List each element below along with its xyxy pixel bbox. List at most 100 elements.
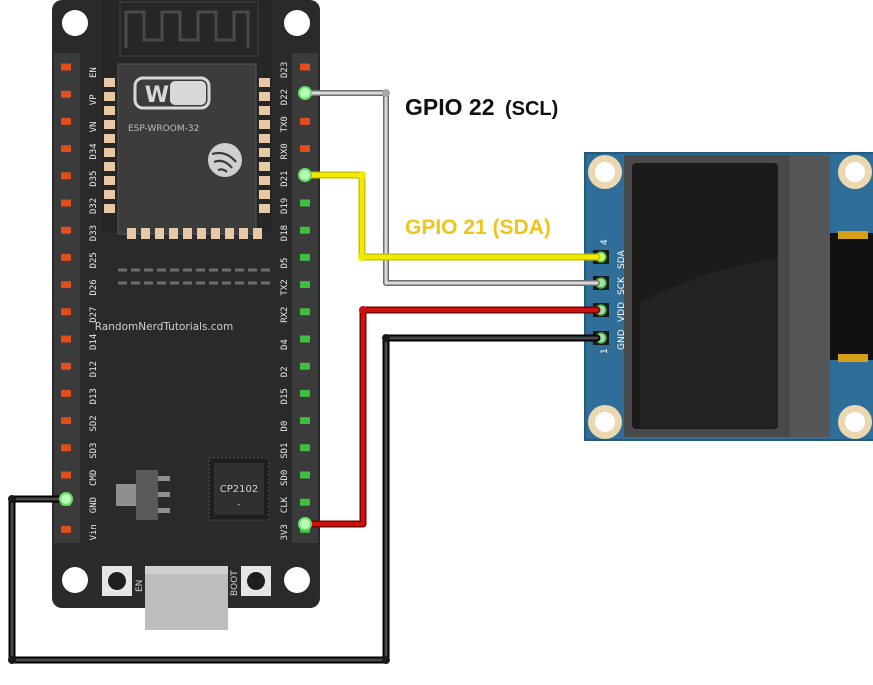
pin-label-d14: D14 [89, 334, 99, 350]
pin-label-sd1: SD1 [280, 443, 290, 459]
pin-vn [61, 117, 71, 125]
scl-wire [302, 89, 600, 286]
mount-hole-bottom-right [284, 567, 310, 593]
pin-rx2 [300, 308, 310, 316]
left-pin-header: ENVPVND34D35D32D33D25D26D27D14D12D13SD2S… [61, 63, 99, 540]
pin-label-rx2: RX2 [280, 307, 290, 323]
pin-label-d35: D35 [89, 171, 99, 187]
pin-d35 [61, 172, 71, 180]
pin-d14 [61, 335, 71, 343]
pin-d27 [61, 308, 71, 316]
pin-label-d21: D21 [280, 171, 290, 187]
pin-label-d0: D0 [280, 421, 290, 432]
pin-en [61, 63, 71, 71]
wires [8, 86, 601, 664]
watermark: RandomNerdTutorials.com [95, 321, 233, 333]
pin-label-d23: D23 [280, 62, 290, 78]
pin-d25 [61, 253, 71, 261]
pin-label-d27: D27 [89, 307, 99, 323]
pin-tx2 [300, 281, 310, 289]
sda-label: GPIO 21 (SDA) [405, 216, 551, 239]
wroom-module: WiFi ESP-WROOM-32 [102, 0, 272, 239]
pin-tx0 [300, 117, 310, 125]
scl-label: GPIO 22 (SCL) [405, 94, 558, 120]
scl-name-label: (SCL) [505, 98, 558, 120]
pin-d23 [300, 63, 310, 71]
pin-label-d32: D32 [89, 198, 99, 214]
pin-label-d22: D22 [280, 89, 290, 105]
pin-label-d13: D13 [89, 388, 99, 404]
pin-d13 [61, 389, 71, 397]
en-button-label: EN [135, 580, 145, 592]
pin-label-d26: D26 [89, 279, 99, 295]
pin-sd2 [61, 417, 71, 425]
pin-label-gnd: GND [89, 497, 99, 513]
scl-gpio-label: GPIO 22 [405, 94, 494, 120]
oled-ribbon-cable [830, 231, 873, 362]
pin-label-cmd: CMD [89, 470, 99, 486]
pin-label-d4: D4 [280, 339, 290, 350]
pin-label-tx2: TX2 [280, 279, 290, 295]
boot-button-label: BOOT [230, 570, 240, 596]
pin-cmd [61, 471, 71, 479]
pin-d12 [61, 362, 71, 370]
wifi-logo-text: WiFi [145, 83, 199, 108]
oled-pin-label-sda: SDA [617, 250, 627, 269]
module-label: ESP-WROOM-32 [128, 124, 199, 134]
pin-d34 [61, 145, 71, 153]
pin-rx0 [300, 145, 310, 153]
gnd-wire [8, 334, 601, 664]
mount-hole-bottom-left [62, 567, 88, 593]
espressif-logo [208, 143, 242, 177]
pin-label-en: EN [89, 67, 99, 78]
usb-chip-sublabel: - [237, 500, 240, 510]
oled-pin-number-top: 4 [600, 239, 610, 245]
pin-d2 [300, 362, 310, 370]
pin-label-d15: D15 [280, 388, 290, 404]
mount-hole-top-right [284, 10, 310, 36]
pin-label-sd0: SD0 [280, 470, 290, 486]
pin-d26 [61, 281, 71, 289]
pin-label-d33: D33 [89, 225, 99, 241]
pin-d0 [300, 417, 310, 425]
pin-label-d19: D19 [280, 198, 290, 214]
pin-label-d2: D2 [280, 366, 290, 377]
pin-label-d18: D18 [280, 225, 290, 241]
pin-vin [61, 525, 71, 533]
usb-chip-label: CP2102 [220, 484, 258, 495]
en-button[interactable] [102, 566, 132, 596]
pin-label-rx0: RX0 [280, 143, 290, 159]
pin-label-vp: VP [89, 94, 99, 105]
pin-label-sd3: SD3 [89, 443, 99, 459]
pin-label-d25: D25 [89, 252, 99, 268]
right-pin-header: D23D22TX0RX0D21D19D18D5TX2RX2D4D2D15D0SD… [280, 62, 310, 540]
pin-label-d5: D5 [280, 258, 290, 269]
pin-d33 [61, 226, 71, 234]
pin-d32 [61, 199, 71, 207]
pin-d4 [300, 335, 310, 343]
module-castellated-pads [104, 78, 270, 239]
pin-label-tx0: TX0 [280, 116, 290, 132]
pin-d19 [300, 199, 310, 207]
pin-label-vn: VN [89, 122, 99, 133]
pin-vp [61, 90, 71, 98]
oled-pin-label-sck: SCK [617, 276, 627, 295]
usb-port [145, 566, 228, 630]
pin-d18 [300, 226, 310, 234]
oled-pin-label-gnd: GND [617, 329, 627, 350]
voltage-regulator [116, 470, 170, 520]
pin-label-3v3: 3V3 [280, 524, 290, 540]
pin-label-d34: D34 [89, 143, 99, 159]
usb-uart-chip: CP2102 - [208, 457, 270, 521]
boot-button[interactable] [241, 566, 271, 596]
pin-clk [300, 498, 310, 506]
pin-sd1 [300, 444, 310, 452]
pin-label-sd2: SD2 [89, 415, 99, 431]
pin-d15 [300, 389, 310, 397]
mount-hole-top-left [62, 10, 88, 36]
oled-pin-number-bottom: 1 [600, 348, 610, 354]
pin-d5 [300, 253, 310, 261]
vdd-wire [301, 306, 601, 528]
pin-label-vin: Vin [89, 524, 99, 540]
